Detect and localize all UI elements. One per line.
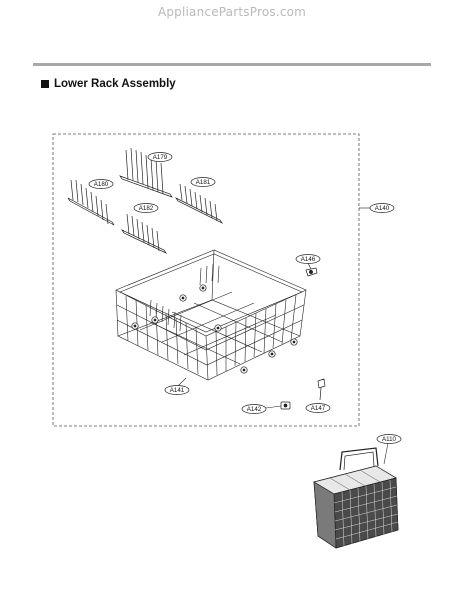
clip-part-a147 — [317, 378, 326, 401]
callout-a146: A146 — [295, 254, 321, 264]
svg-text:A147: A147 — [311, 405, 326, 412]
svg-text:A146: A146 — [301, 256, 316, 263]
svg-text:A140: A140 — [375, 205, 390, 212]
silverware-basket-a110 — [313, 447, 399, 549]
section-heading: Lower Rack Assembly — [41, 78, 176, 90]
callout-a182: A182 — [133, 203, 159, 213]
callout-a141: A141 — [164, 377, 190, 395]
callout-a180: A180 — [88, 179, 114, 189]
callout-a147: A147 — [305, 403, 331, 413]
rack-wheels — [131, 284, 298, 374]
tine-row-a180 — [67, 179, 115, 226]
svg-text:A182: A182 — [139, 205, 154, 212]
tine-row-a179 — [119, 147, 173, 198]
header-rule — [33, 63, 431, 66]
section-title: Lower Rack Assembly — [54, 78, 176, 90]
callout-a110: A110 — [376, 434, 402, 465]
assembly-boundary — [52, 133, 360, 427]
square-bullet-icon — [41, 80, 49, 88]
svg-text:A179: A179 — [153, 154, 168, 161]
svg-text:A110: A110 — [382, 436, 397, 443]
silverware-basket-grid — [329, 469, 399, 547]
callout-a140: A140 — [359, 203, 395, 213]
clip-part-a146 — [305, 262, 318, 277]
tine-row-a181 — [174, 183, 224, 224]
svg-text:A181: A181 — [196, 179, 211, 186]
callout-a142: A142 — [241, 404, 282, 414]
wheel-part-a142 — [280, 401, 291, 410]
watermark-text: AppliancePartsPros.com — [157, 5, 307, 19]
svg-text:A141: A141 — [170, 387, 185, 394]
svg-text:A180: A180 — [94, 181, 109, 188]
callout-a181: A181 — [190, 177, 216, 187]
svg-text:A142: A142 — [247, 406, 262, 413]
lower-rack-basket-a141 — [115, 249, 307, 381]
tine-row-a182 — [121, 213, 167, 254]
callout-a179: A179 — [147, 152, 173, 162]
